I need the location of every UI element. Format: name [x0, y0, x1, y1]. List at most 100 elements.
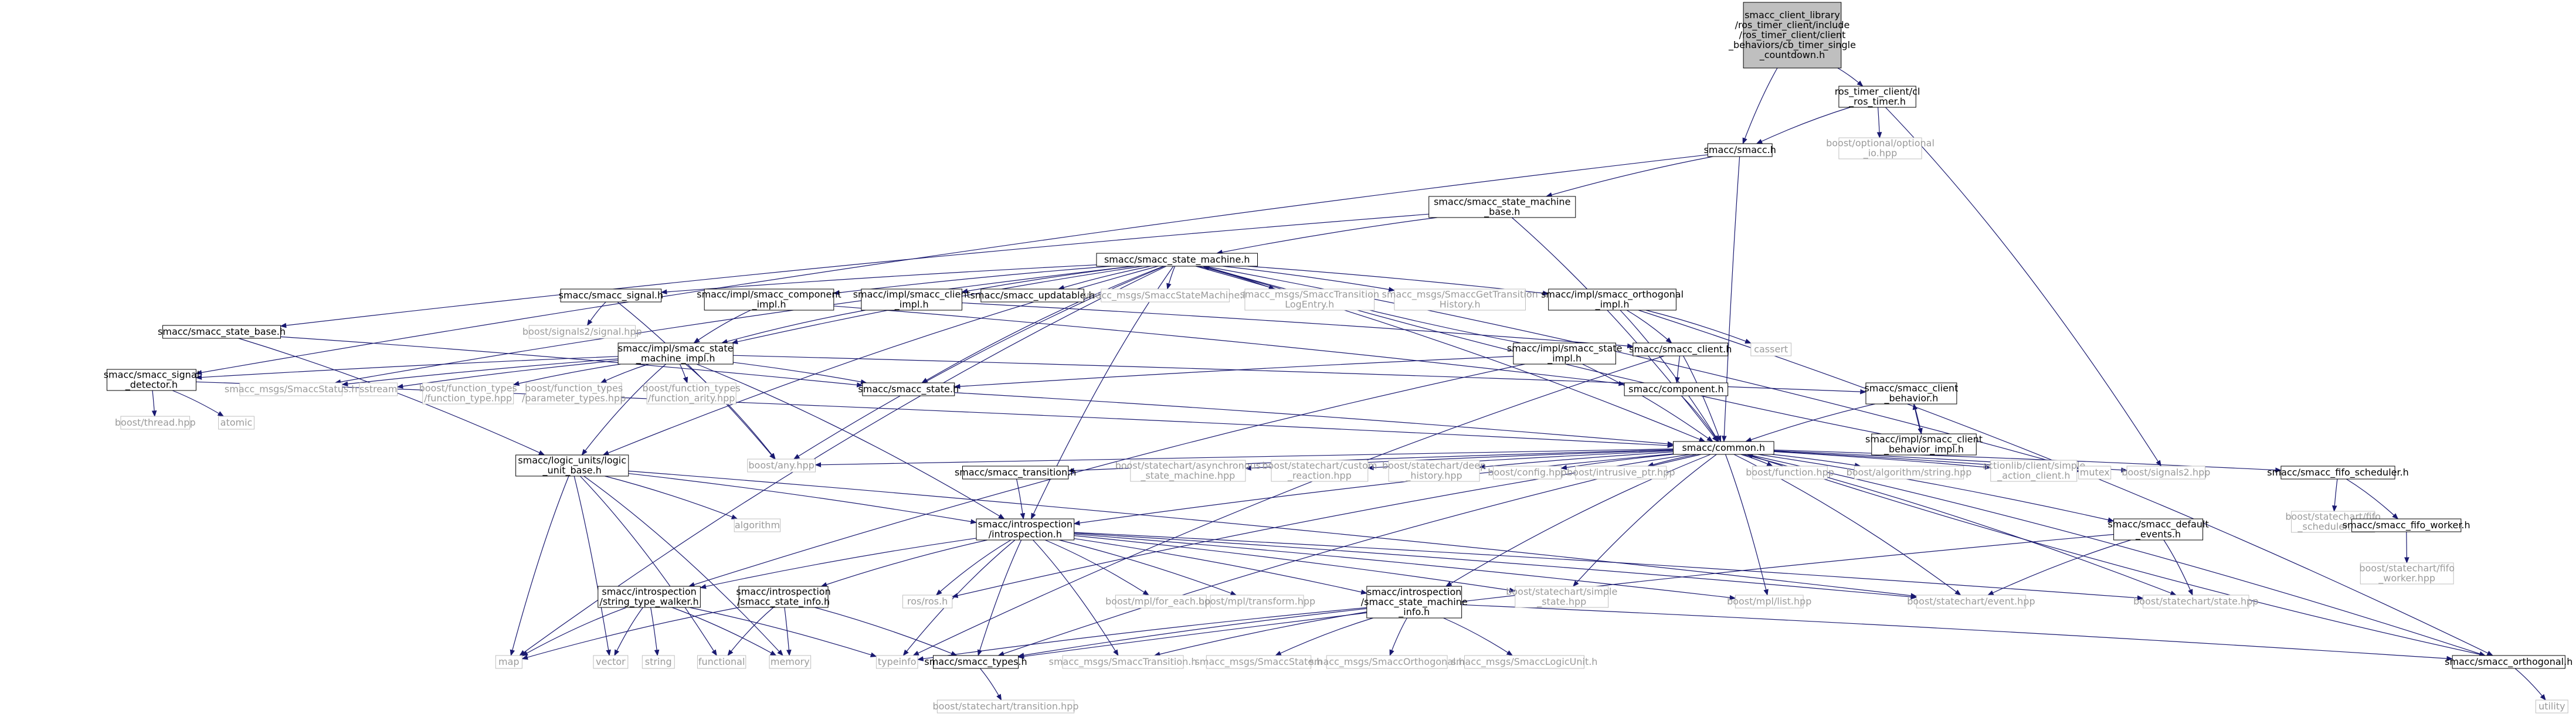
node-sig-detector[interactable]: smacc/smacc_signal_detector.h [104, 369, 199, 391]
edge-logic_unit-to-vector [573, 476, 611, 657]
edge-client_impl-to-client_h [962, 302, 1634, 349]
edge-introspection-to-typeinfo [902, 539, 1016, 656]
node-label-line: _behavior_impl.h [1883, 444, 1964, 456]
node-smacc-signal[interactable]: smacc/smacc_signal.h [559, 288, 664, 303]
node-cb-impl[interactable]: smacc/impl/smacc_client_behavior_impl.h [1865, 433, 1983, 456]
node-box [2360, 562, 2454, 585]
node-label-line: smacc_msgs/SmaccLogicUnit.h [1451, 656, 1598, 668]
node-default-events[interactable]: smacc/smacc_default_events.h [2107, 518, 2209, 541]
node-label-line: functional [698, 656, 745, 667]
edge-orth_impl-to-client_h [1626, 310, 1672, 344]
edge-introspection-to-mpl_list [1074, 534, 1736, 600]
node-ssm-info[interactable]: smacc/introspection/smacc_state_machine_… [1361, 586, 1468, 619]
edge-ssm-to-smacc_signal [660, 264, 1097, 295]
node-box [697, 655, 746, 669]
node-label-line: /string_type_walker.h [599, 596, 698, 608]
node-label-line: /smacc_state_info.h [737, 596, 830, 608]
node-boost-config: boost/config.hpp [1488, 466, 1567, 480]
edge-ros_timer-to-boost_optional [1876, 107, 1882, 139]
node-box [1210, 595, 1304, 609]
node-box [1062, 655, 1184, 669]
node-cb-h[interactable]: smacc/smacc_client_behavior.h [1864, 382, 1958, 405]
node-label-line: vector [596, 656, 626, 667]
node-mpl-transform: boost/mpl/transform.hpp [1199, 595, 1315, 609]
node-box [1707, 143, 1773, 157]
node-msg-logic: smacc_msgs/SmaccLogicUnit.h [1451, 655, 1598, 669]
node-action-client: actionlib/client/simple_action_client.h [1982, 460, 2085, 482]
node-msg-transition: smacc_msgs/SmaccTransition.h [1049, 655, 1197, 669]
node-fifo-worker[interactable]: smacc/smacc_fifo_worker.h [2343, 518, 2470, 532]
node-box [162, 325, 281, 339]
node-label-line: boost/intrusive_ptr.hpp [1567, 467, 1675, 478]
node-box [1624, 382, 1729, 396]
node-sm-base[interactable]: smacc/smacc_state_machine_base.h [1428, 196, 1576, 218]
node-box [704, 288, 834, 311]
node-updatable[interactable]: smacc/smacc_updatable.h [970, 288, 1095, 303]
node-label-line: /ros_timer_client/include [1735, 19, 1850, 31]
edge-introspection-to-ssm_info [1074, 538, 1367, 595]
node-types-h[interactable]: smacc/smacc_types.h [924, 655, 1027, 669]
node-label-line: smacc/impl/smacc_state [1507, 343, 1623, 355]
edge-ssm-to-state_h [921, 266, 1164, 383]
node-ft-type: boost/function_types/function_type.hpp [419, 382, 517, 405]
node-component-h[interactable]: smacc/component.h [1624, 382, 1729, 396]
node-fifo-sched[interactable]: smacc/smacc_fifo_scheduler.h [2267, 466, 2409, 480]
node-map: map [495, 655, 522, 669]
node-label-line: sstream [359, 383, 397, 395]
edge-ssm_info-to-msg_state [1275, 617, 1373, 656]
edge-introspection-to-ssi [820, 539, 987, 587]
node-box [1575, 466, 1667, 480]
edge-smacc_h-to-sig_detector [195, 154, 1708, 375]
node-client-h[interactable]: smacc/smacc_client.h [1629, 342, 1732, 356]
edge-default_events-to-sc_state [2163, 539, 2193, 596]
node-orthogonal-h[interactable]: smacc/smacc_orthogonal.h [2445, 655, 2572, 669]
node-box [962, 466, 1069, 480]
node-box [218, 416, 254, 430]
node-thread: boost/thread.hpp [115, 416, 196, 430]
node-box [1743, 2, 1842, 69]
node-smacc-h[interactable]: smacc/smacc.h [1704, 143, 1776, 157]
node-box [1206, 655, 1312, 669]
node-comp-impl[interactable]: smacc/impl/smacc_component_impl.h [697, 288, 841, 311]
node-stw[interactable]: smacc/introspection/string_type_walker.h [598, 586, 701, 608]
node-box [515, 454, 629, 477]
edge-orth_impl-to-common [1620, 310, 1719, 442]
node-ssi[interactable]: smacc/introspection/smacc_state_info.h [736, 586, 831, 608]
node-transition-h[interactable]: smacc/smacc_transition.h [955, 466, 1076, 480]
node-box [120, 416, 191, 430]
edge-common-to-boost_config [1560, 454, 1674, 470]
node-state-h[interactable]: smacc/smacc_state.h [858, 382, 959, 396]
edge-logic_unit-to-functional [579, 476, 717, 656]
node-ros-timer[interactable]: ros_timer_client/cl_ros_timer.h [1835, 86, 1920, 108]
node-label-line: smacc/introspection [602, 586, 696, 597]
edge-sig_detector-to-thread [151, 390, 157, 417]
node-box [2452, 655, 2565, 669]
node-client-impl[interactable]: smacc/impl/smacc_client_impl.h [853, 288, 970, 311]
node-logic-unit[interactable]: smacc/logic_units/logic_unit_base.h [515, 454, 629, 477]
node-ssm-impl[interactable]: smacc/impl/smacc_state_machine_impl.h [617, 342, 734, 365]
node-label-line: smacc_msgs/SmaccTransition.h [1049, 656, 1197, 668]
node-label-line: memory [771, 656, 810, 667]
node-common[interactable]: smacc/common.h [1672, 441, 1774, 455]
node-ft-arity: boost/function_types/function_arity.hpp [643, 382, 741, 405]
node-box [1633, 342, 1729, 356]
node-functional: functional [697, 655, 746, 669]
node-box [525, 382, 622, 405]
node-introspection[interactable]: smacc/introspection/introspection.h [976, 518, 1075, 541]
node-label-line: /ros_timer_client/client [1739, 29, 1846, 41]
edge-state_h-to-common [954, 392, 1674, 447]
node-label-line: _countdown.h [1759, 49, 1825, 61]
node-orth-impl[interactable]: smacc/impl/smacc_orthogonal_impl.h [1541, 288, 1684, 311]
node-state-base[interactable]: smacc/smacc_state_base.h [158, 325, 286, 339]
node-ssm[interactable]: smacc/smacc_state_machine.h [1096, 253, 1258, 267]
node-root[interactable]: smacc_client_library/ros_timer_client/in… [1728, 2, 1856, 69]
node-state-impl[interactable]: smacc/impl/smacc_state_impl.h [1507, 342, 1623, 365]
node-label-line: boost/function_types [525, 383, 623, 395]
node-box [1838, 137, 1922, 159]
node-label-line: smacc/smacc_signal.h [559, 290, 664, 301]
node-label-line: _machine_impl.h [636, 353, 715, 365]
node-label-line: boost/any.hpp [748, 460, 814, 471]
node-label-line: smacc/smacc.h [1704, 144, 1776, 155]
node-box [769, 655, 812, 669]
node-label-line: _impl.h [1547, 353, 1581, 365]
